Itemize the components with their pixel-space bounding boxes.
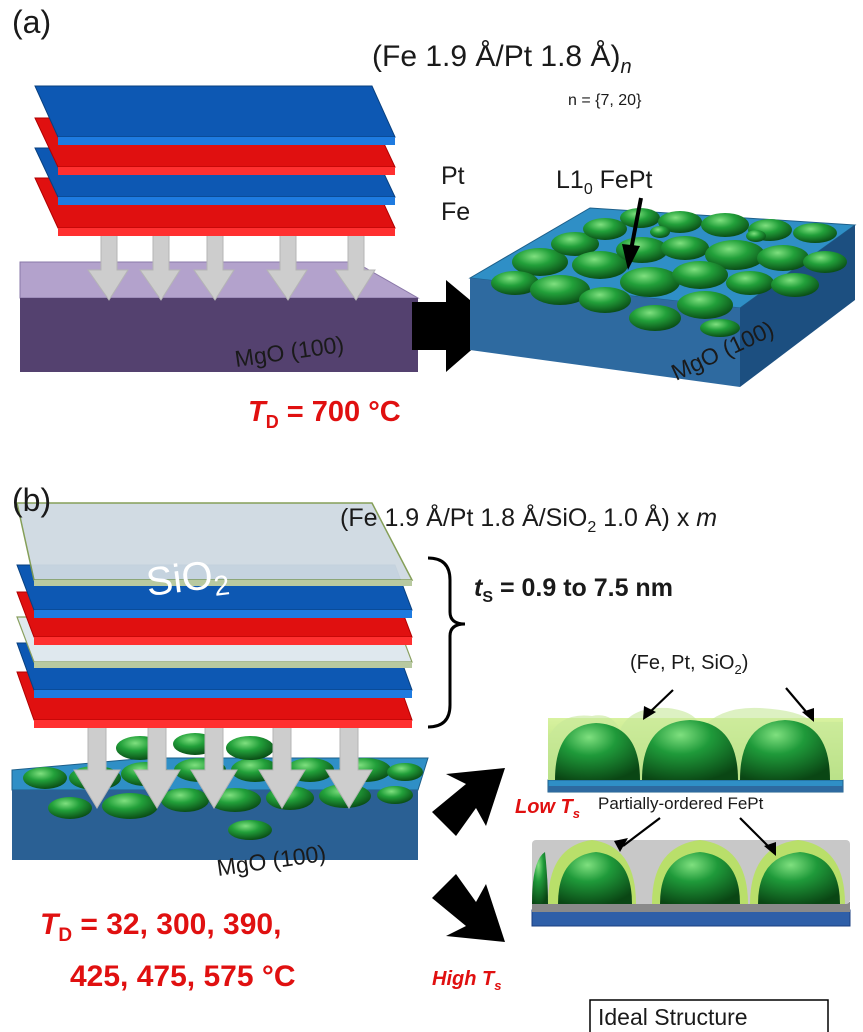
low-ts-structure xyxy=(547,687,844,793)
panel-a-formula: (Fe 1.9 Å/Pt 1.8 Å)n xyxy=(372,40,632,78)
pt-label: Pt xyxy=(441,162,465,190)
layer-stack-a xyxy=(34,85,396,236)
td-label-a: TD = 700 °C xyxy=(248,396,401,432)
high-ts-arrow xyxy=(432,874,505,942)
sio2-top-layer xyxy=(16,502,414,586)
ideal-structure-box xyxy=(589,999,829,1032)
process-arrow-a xyxy=(412,280,500,372)
panel-a-label: (a) xyxy=(12,4,52,40)
low-ts-label: Low Ts xyxy=(515,796,580,821)
l10-fept-label: L10 FePt xyxy=(556,166,653,198)
high-ts-callout: Partially-ordered FePt xyxy=(598,794,764,813)
high-ts-structure xyxy=(531,817,851,927)
panel-a-n-values: n = {7, 20} xyxy=(568,92,642,109)
sio2-layer-label: SiO2 xyxy=(144,551,232,610)
fe-label: Fe xyxy=(441,198,471,226)
td-label-b-line1: TD = 32, 300, 390, xyxy=(40,908,282,946)
low-ts-callout: (Fe, Pt, SiO2) xyxy=(630,652,749,677)
fept-grains-a xyxy=(491,208,847,337)
ideal-structure-label: Ideal Structure xyxy=(598,1004,748,1030)
layer-stack-b xyxy=(16,502,414,728)
ts-thickness-label: tS = 0.9 to 7.5 nm xyxy=(474,574,673,606)
td-label-b-line2: 425, 475, 575 °C xyxy=(70,960,296,993)
panel-b-label: (b) xyxy=(12,482,52,518)
panel-b: SiO2 MgO (100) xyxy=(11,502,851,1032)
panel-b-formula: (Fe 1.9 Å/Pt 1.8 Å/SiO2 1.0 Å) x m xyxy=(340,504,718,536)
panel-a: MgO (100) MgO (100) xyxy=(19,85,857,387)
low-ts-arrow xyxy=(432,768,505,836)
mgo-substrate-a xyxy=(19,261,420,372)
thickness-bracket xyxy=(427,556,466,729)
l10-pointer-arrow xyxy=(622,197,643,270)
high-ts-label: High Ts xyxy=(432,968,502,993)
